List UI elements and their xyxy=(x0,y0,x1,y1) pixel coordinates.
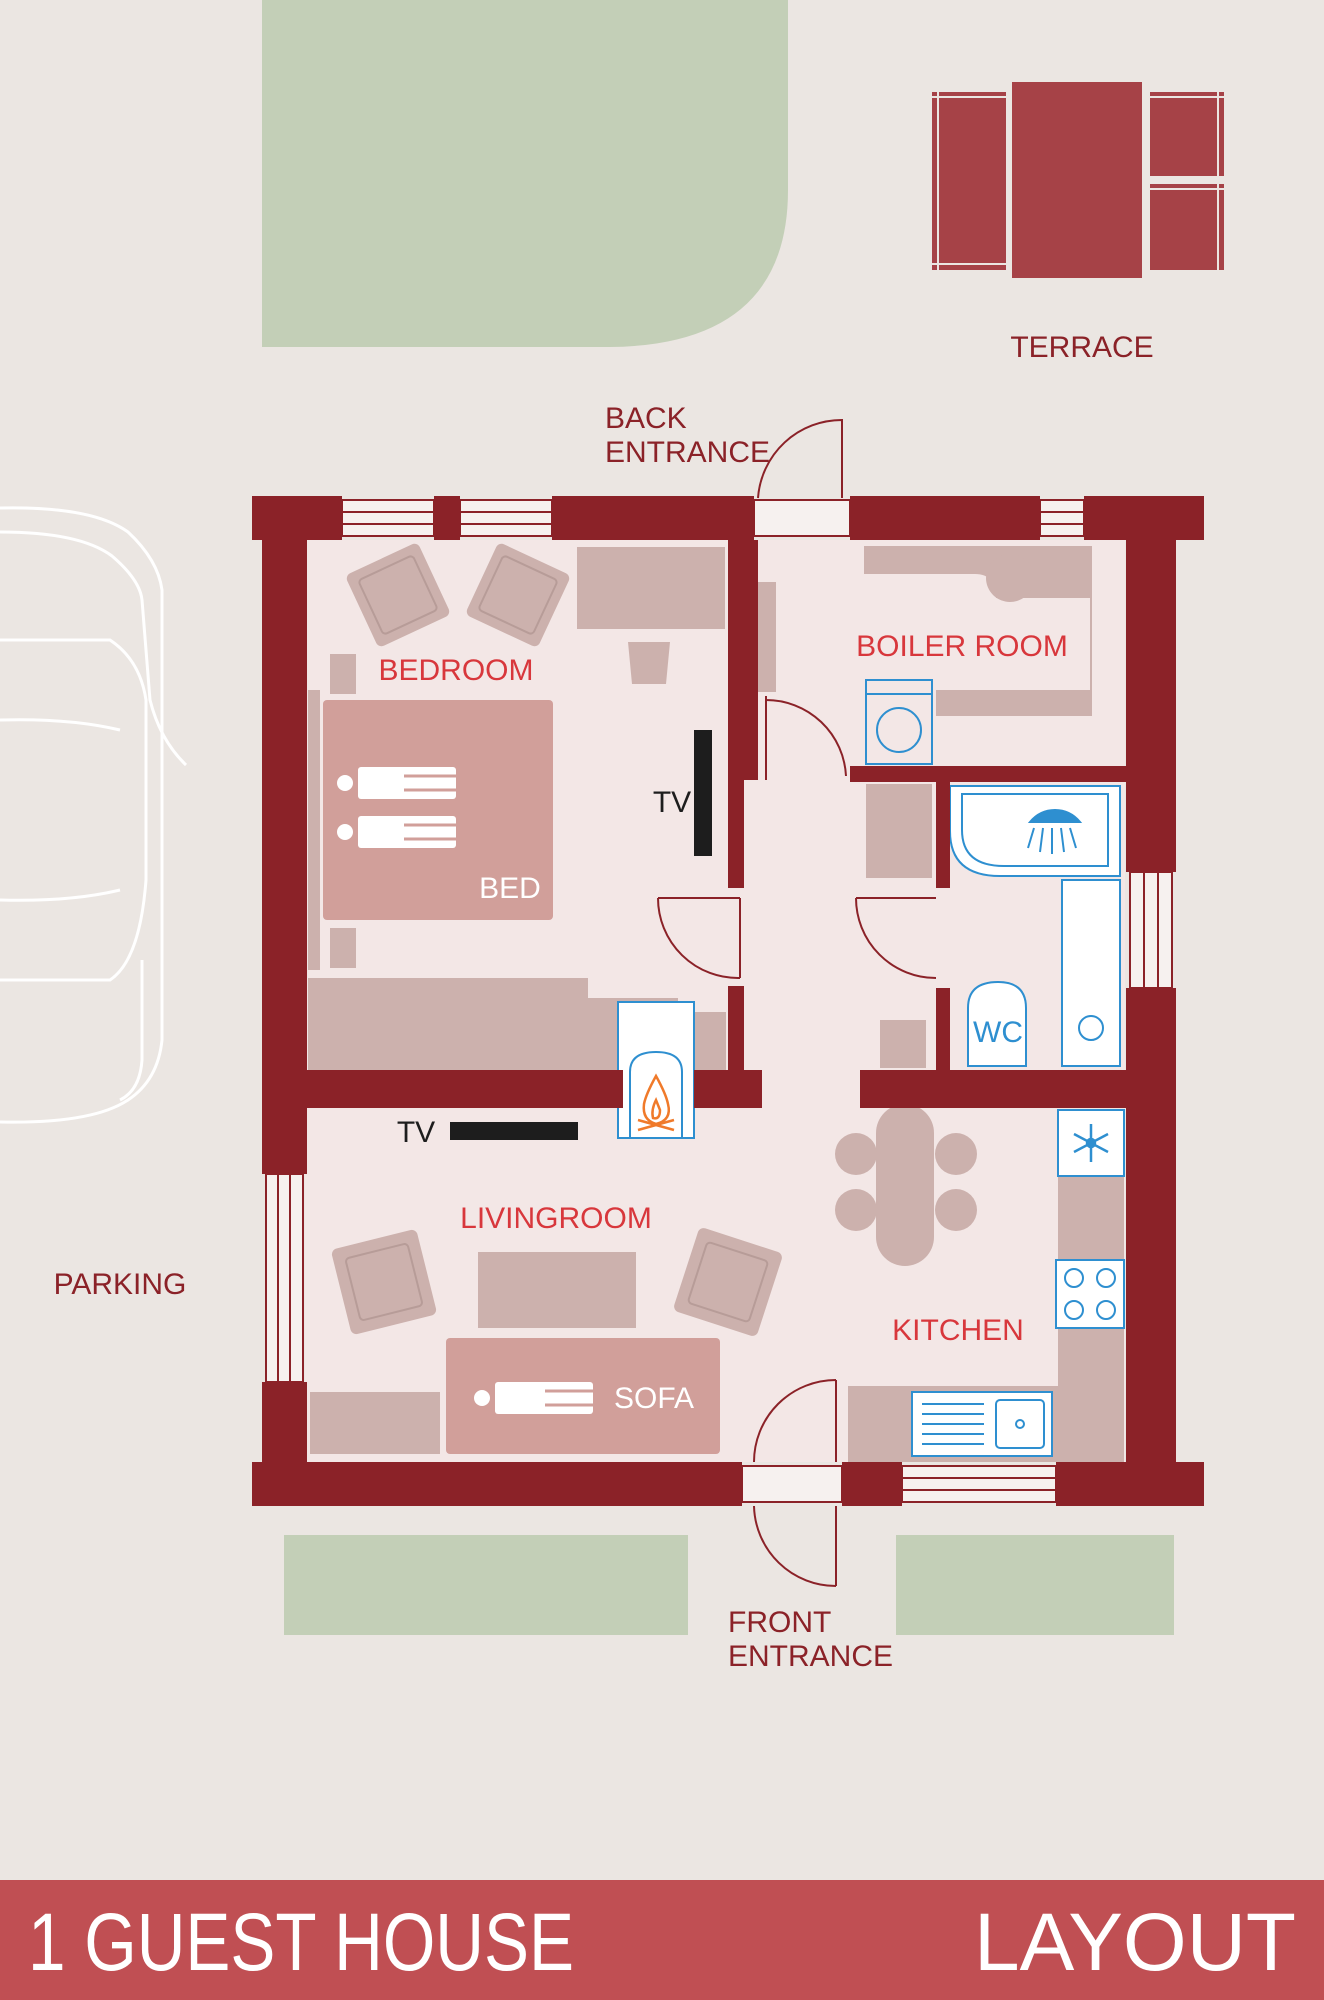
parking-label: PARKING xyxy=(54,1268,187,1301)
window xyxy=(901,1465,1057,1503)
washing-machine-icon xyxy=(865,679,933,765)
dining-chair xyxy=(935,1133,977,1175)
livingroom-armchair-right xyxy=(674,1228,782,1336)
back-entrance-label-2: ENTRANCE xyxy=(605,436,770,469)
front-entrance-label-2: ENTRANCE xyxy=(728,1640,893,1673)
footer-subtitle: LAYOUT xyxy=(974,1897,1296,1988)
person-icon xyxy=(337,767,456,848)
front-door-outer xyxy=(753,1505,837,1587)
back-door xyxy=(757,418,843,499)
tv-livingroom xyxy=(450,1122,578,1140)
boiler-room-furniture xyxy=(744,546,1092,1068)
window xyxy=(459,499,553,537)
livingroom-label: LIVINGROOM xyxy=(460,1202,652,1235)
dining-table xyxy=(876,1104,934,1266)
bedroom-stool xyxy=(628,642,670,684)
boiler-room-label: BOILER ROOM xyxy=(856,630,1068,663)
window xyxy=(1039,499,1085,537)
bedroom-desk xyxy=(577,547,725,629)
terrace-chair-top xyxy=(1150,92,1224,176)
bedroom-label: BEDROOM xyxy=(378,654,533,687)
lawn-bottom-left xyxy=(284,1535,688,1635)
bed xyxy=(323,700,553,920)
window xyxy=(265,1173,304,1383)
nightstand-top xyxy=(330,654,356,694)
fireplace xyxy=(617,1001,695,1139)
terrace-chair-bottom xyxy=(1150,184,1224,270)
fridge xyxy=(1057,1109,1125,1177)
sofa xyxy=(446,1338,720,1454)
livingroom-furniture xyxy=(310,1228,782,1454)
dining-chair xyxy=(935,1189,977,1231)
car-outline-icon xyxy=(0,506,188,1124)
wc-label: WC xyxy=(973,1016,1023,1049)
bathtub xyxy=(949,785,1121,877)
front-door-threshold xyxy=(741,1465,843,1503)
window xyxy=(341,499,435,537)
windows xyxy=(265,499,1173,1503)
bed-label: BED xyxy=(479,872,541,905)
bedroom-wardrobe xyxy=(308,978,588,1070)
lawn-top xyxy=(262,0,788,347)
tv-bedroom xyxy=(694,730,712,856)
sink-icon xyxy=(911,1391,1053,1457)
person-icon xyxy=(474,1382,593,1414)
sofa-label: SOFA xyxy=(614,1382,694,1415)
tv-bedroom-label: TV xyxy=(653,786,691,819)
back-entrance-label-1: BACK xyxy=(605,402,687,435)
shower-icon xyxy=(1027,808,1083,854)
kitchen-label: KITCHEN xyxy=(892,1314,1024,1347)
terrace-bench-left xyxy=(932,92,1006,270)
livingroom-armchair-left xyxy=(331,1229,437,1335)
bathroom-fixtures xyxy=(949,785,1121,1067)
terrace-table xyxy=(1012,82,1142,278)
back-door-threshold xyxy=(753,499,851,537)
bathroom-door xyxy=(855,897,937,979)
dining-chair xyxy=(835,1189,877,1231)
footer-title: 1 GUEST HOUSE xyxy=(28,1897,574,1988)
hallway-cabinet xyxy=(866,784,932,878)
footer-bar xyxy=(0,1880,1324,2000)
stove-icon xyxy=(1055,1259,1125,1329)
bed-headboard xyxy=(308,690,320,970)
toilet xyxy=(967,980,1027,1067)
coffee-table xyxy=(478,1252,636,1328)
terrace-label: TERRACE xyxy=(1010,331,1153,364)
tv-livingroom-label: TV xyxy=(397,1116,435,1149)
bedroom-armchair-left xyxy=(346,543,450,647)
snowflake-icon xyxy=(1073,1124,1109,1162)
shower-tray xyxy=(1061,879,1121,1067)
front-entrance-label-1: FRONT xyxy=(728,1606,831,1639)
bedroom-door xyxy=(657,897,741,980)
boiler-door xyxy=(765,696,847,777)
bedroom-armchair-right xyxy=(466,543,570,647)
walls xyxy=(252,496,1204,1506)
window xyxy=(1129,871,1173,989)
lawn-bottom-right xyxy=(896,1535,1174,1635)
doors xyxy=(657,418,937,1587)
nightstand-bottom xyxy=(330,928,356,968)
terrace-furniture xyxy=(932,82,1224,278)
fire-icon xyxy=(637,1073,675,1132)
livingroom-cabinet xyxy=(310,1392,440,1454)
front-door-inner xyxy=(753,1379,837,1463)
dining-chair xyxy=(835,1133,877,1175)
